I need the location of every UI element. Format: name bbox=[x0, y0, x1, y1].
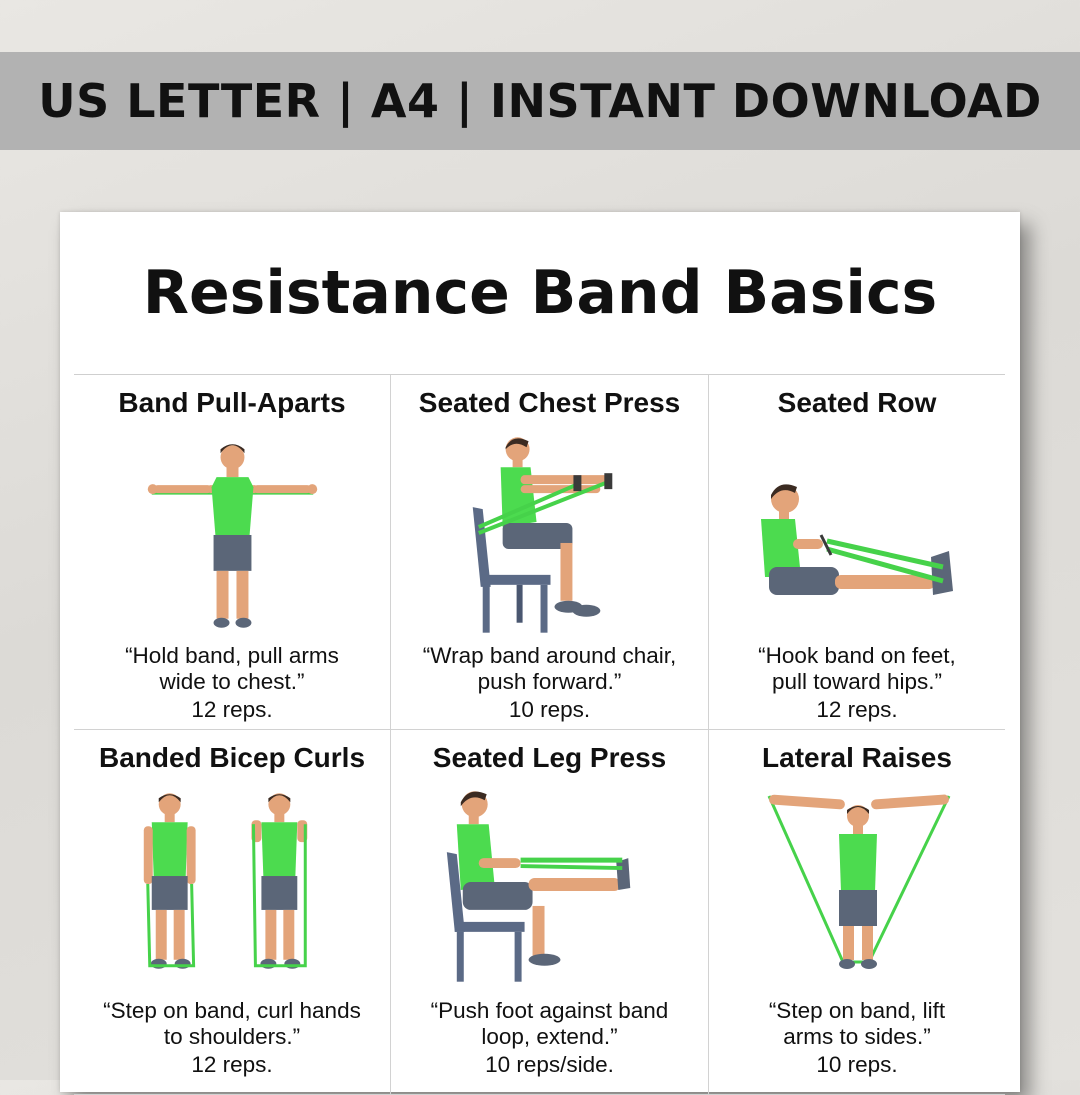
lateral-raise-figure-icon bbox=[709, 782, 1005, 992]
banner-text: US LETTER | A4 | INSTANT DOWNLOAD bbox=[38, 74, 1042, 128]
poster-title: Resistance Band Basics bbox=[142, 258, 938, 328]
exercise-instruction: “Push foot against band loop, extend.” bbox=[430, 998, 669, 1049]
exercise-title: Seated Chest Press bbox=[418, 387, 681, 418]
exercise-instruction: “Hold band, pull arms wide to chest.” bbox=[125, 643, 339, 694]
exercise-card-band-pull-aparts: Band Pull-Aparts bbox=[74, 375, 391, 730]
exercise-instruction: “Step on band, curl hands to shoulders.” bbox=[103, 998, 361, 1049]
exercise-reps: 12 reps. bbox=[191, 1052, 273, 1077]
exercise-card-seated-chest-press: Seated Chest Press bbox=[391, 375, 709, 730]
exercise-title: Lateral Raises bbox=[762, 742, 952, 773]
exercise-title: Banded Bicep Curls bbox=[98, 742, 366, 773]
seated-chair-press-figure-icon bbox=[391, 427, 708, 637]
exercise-reps: 10 reps. bbox=[816, 1052, 898, 1077]
exercise-grid: Band Pull-Aparts bbox=[74, 374, 1005, 1095]
exercise-title: Seated Leg Press bbox=[432, 742, 667, 773]
exercise-reps: 12 reps. bbox=[816, 697, 898, 722]
exercise-instruction: “Hook band on feet, pull toward hips.” bbox=[758, 643, 956, 694]
exercise-instruction: “Wrap band around chair, push forward.” bbox=[422, 643, 677, 694]
seated-leg-press-figure-icon bbox=[391, 782, 708, 992]
standing-figure-arms-out-band-icon bbox=[74, 427, 390, 637]
exercise-card-seated-row: Seated Row “Hook band on feet, bbox=[709, 375, 1005, 730]
poster-sheet: Resistance Band Basics Band Pull-Aparts bbox=[60, 212, 1020, 1095]
exercise-instruction: “Step on band, lift arms to sides.” bbox=[768, 998, 946, 1049]
exercise-title: Band Pull-Aparts bbox=[118, 387, 346, 418]
exercise-reps: 10 reps. bbox=[508, 697, 591, 722]
exercise-card-seated-leg-press: Seated Leg Press bbox=[391, 730, 709, 1095]
exercise-card-lateral-raises: Lateral Raises bbox=[709, 730, 1005, 1095]
exercise-title: Seated Row bbox=[777, 387, 937, 418]
standing-bicep-curl-figures-icon bbox=[74, 782, 390, 992]
floor-seated-row-figure-icon bbox=[709, 427, 1005, 637]
top-banner: US LETTER | A4 | INSTANT DOWNLOAD bbox=[0, 52, 1080, 150]
exercise-reps: 12 reps. bbox=[191, 697, 273, 722]
exercise-reps: 10 reps/side. bbox=[485, 1052, 614, 1077]
exercise-card-banded-bicep-curls: Banded Bicep Curls bbox=[74, 730, 391, 1095]
